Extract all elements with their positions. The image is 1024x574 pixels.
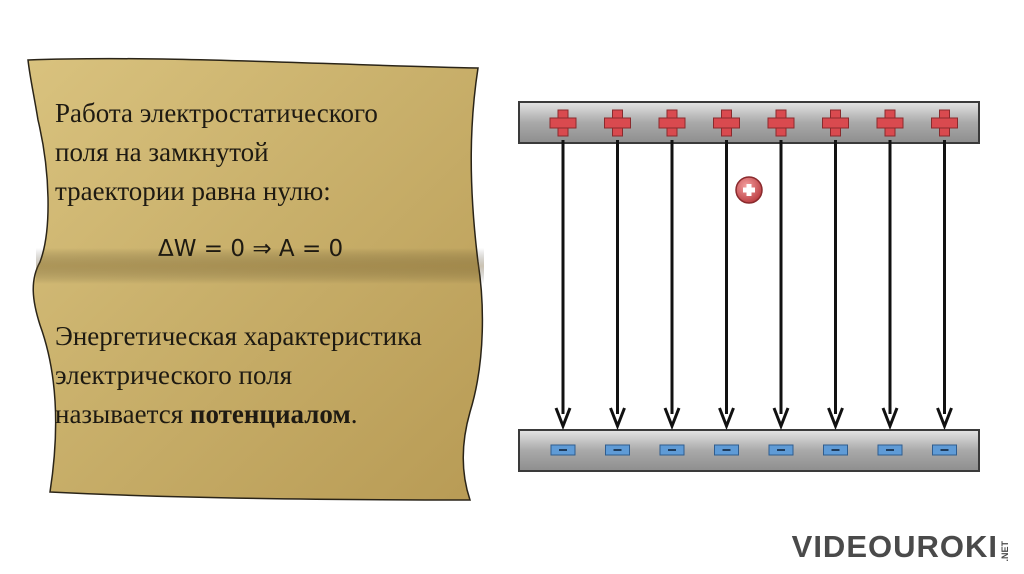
definition-line-2: электрического поля: [55, 360, 293, 390]
field-line: [936, 140, 953, 431]
field-line: [827, 140, 844, 431]
field-line: [881, 140, 899, 431]
field-line: [772, 140, 790, 431]
positive-charge-icon: [876, 109, 904, 137]
positive-plate: [518, 101, 980, 144]
statement-line-3: траектории равна нулю:: [55, 176, 331, 206]
test-charge: [735, 176, 763, 204]
positive-charge-icon: [822, 109, 849, 137]
definition-suffix: .: [350, 399, 358, 429]
field-line: [663, 140, 681, 431]
potential-term: потенциалом: [189, 399, 351, 429]
definition-line-3: называется потенциалом.: [55, 395, 475, 434]
positive-charge-icon: [931, 109, 958, 137]
work-formula: ΔW = 0 ⇒ A = 0: [158, 236, 344, 262]
statement-text: Работа электростатического поля на замкн…: [55, 94, 455, 211]
videouroki-logo: VIDEOUROKI .NET: [792, 526, 1010, 566]
negative-charge-icon: [768, 444, 794, 456]
field-line: [554, 140, 572, 431]
statement-line-1: Работа электростатического: [55, 98, 378, 128]
definition-line-1: Энергетическая характеристика: [55, 321, 422, 351]
field-line: [609, 140, 626, 431]
negative-charge-icon: [877, 444, 903, 456]
negative-charge-icon: [659, 444, 685, 456]
logo-suffix: .NET: [1000, 541, 1010, 562]
negative-charge-icon: [605, 444, 630, 456]
positive-charge-icon: [658, 109, 686, 137]
definition-text: Энергетическая характеристика электричес…: [55, 317, 475, 434]
negative-charge-icon: [714, 444, 739, 456]
negative-charge-icon: [823, 444, 848, 456]
definition-prefix: называется: [55, 399, 190, 429]
negative-charge-icon: [932, 444, 957, 456]
positive-charge-icon: [604, 109, 631, 137]
field-line: [718, 140, 735, 431]
statement-line-2: поля на замкнутой: [55, 137, 269, 167]
logo-text: VIDEOUROKI: [791, 529, 998, 564]
negative-plate: [518, 429, 980, 472]
positive-charge-icon: [713, 109, 740, 137]
positive-charge-icon: [767, 109, 795, 137]
positive-charge-icon: [549, 109, 577, 137]
negative-charge-icon: [550, 444, 576, 456]
